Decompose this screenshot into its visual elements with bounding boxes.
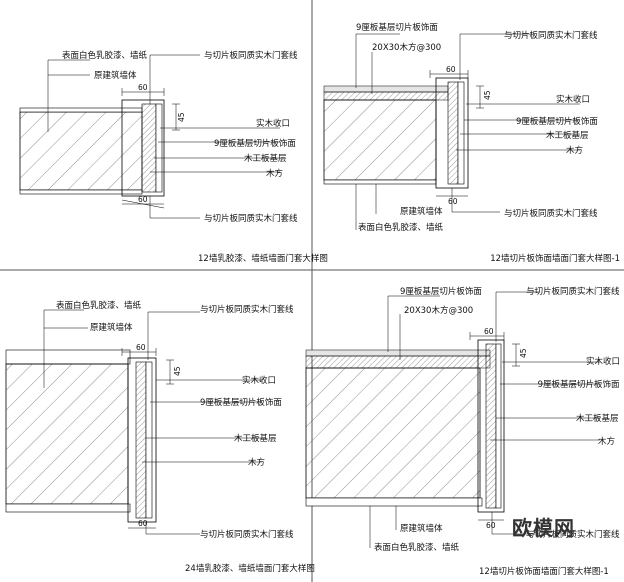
label-veneer: 9厘板基层切片板饰面 bbox=[538, 379, 620, 390]
label-casing-top: 与切片板同质实木门套线 bbox=[204, 50, 298, 61]
label-edge: 实木收口 bbox=[586, 356, 620, 367]
dim-bottom: 60 bbox=[448, 197, 458, 206]
label-base: 木工板基层 bbox=[234, 433, 277, 444]
label-top-veneer: 9厘板基层切片板饰面 bbox=[400, 286, 482, 297]
door-casing bbox=[477, 339, 505, 513]
label-base: 木工板基层 bbox=[576, 413, 619, 424]
label-veneer: 9厘板基层切片板饰面 bbox=[214, 138, 296, 149]
label-casing-bottom: 与切片板同质实木门套线 bbox=[200, 529, 294, 540]
dim-bottom: 60 bbox=[486, 521, 496, 530]
dim-side: 45 bbox=[483, 90, 492, 100]
label-battens: 木方 bbox=[566, 145, 583, 156]
label-battens: 木方 bbox=[248, 457, 265, 468]
dim-bottom: 60 bbox=[138, 519, 148, 528]
label-edge: 实木收口 bbox=[256, 118, 290, 129]
door-casing bbox=[121, 99, 165, 197]
wall-section bbox=[305, 367, 481, 499]
label-edge: 实木收口 bbox=[242, 375, 276, 386]
label-top-veneer: 9厘板基层切片板饰面 bbox=[356, 22, 438, 33]
label-veneer: 9厘板基层切片板饰面 bbox=[200, 397, 282, 408]
label-wall: 原建筑墙体 bbox=[400, 206, 443, 217]
label-battens: 木方 bbox=[598, 436, 615, 447]
panel-title: 12墙切片板饰面墙面门套大样图-1 bbox=[490, 253, 620, 264]
label-wall: 原建筑墙体 bbox=[400, 523, 443, 534]
panel-title: 12墙乳胶漆、墙纸墙面门套大样图 bbox=[198, 253, 328, 264]
door-casing bbox=[127, 357, 157, 523]
label-finish: 表面白色乳胶漆、墙纸 bbox=[374, 542, 460, 553]
label-casing-top: 与切片板同质实木门套线 bbox=[504, 30, 598, 41]
label-wall: 原建筑墙体 bbox=[90, 322, 133, 333]
dim-side: 45 bbox=[519, 348, 528, 358]
panel-title: 24墙乳胶漆、墙纸墙面门套大样图 bbox=[185, 563, 315, 574]
label-casing-bottom: 与切片板同质实木门套线 bbox=[504, 208, 598, 219]
label-veneer: 9厘板基层切片板饰面 bbox=[516, 116, 598, 127]
label-casing-bottom: 与切片板同质实木门套线 bbox=[526, 529, 620, 540]
label-edge: 实木收口 bbox=[556, 94, 590, 105]
watermark-logo: 欧模网 bbox=[512, 516, 575, 540]
dim-side: 45 bbox=[177, 112, 186, 122]
dim-top: 60 bbox=[136, 343, 146, 352]
label-casing-bottom: 与切片板同质实木门套线 bbox=[204, 213, 298, 224]
panel-2: 60 60 45 9厘板基层切片板饰面 20X30木方@300 与切片板同质实木… bbox=[323, 22, 620, 264]
panel-3: 60 60 45 表面白色乳胶漆、墙纸 原建筑墙体 与切片板同质实木门套线 实木… bbox=[5, 300, 315, 574]
wall-section bbox=[323, 99, 437, 181]
label-battens: 木方 bbox=[266, 168, 283, 179]
label-base: 木工板基层 bbox=[546, 130, 589, 141]
panel-1: 60 60 45 表面白色乳胶漆、墙纸 原建筑墙体 与切片板同质实木门套线 实木… bbox=[19, 50, 328, 264]
dim-top: 60 bbox=[446, 65, 456, 74]
label-finish: 表面白色乳胶漆、墙纸 bbox=[56, 300, 142, 311]
label-finish: 表面白色乳胶漆、墙纸 bbox=[62, 50, 148, 61]
label-battens-spec: 20X30木方@300 bbox=[404, 305, 473, 316]
label-finish: 表面白色乳胶漆、墙纸 bbox=[358, 222, 444, 233]
wall-section bbox=[19, 111, 143, 191]
label-base: 木工板基层 bbox=[244, 153, 287, 164]
label-battens-spec: 20X30木方@300 bbox=[372, 42, 441, 53]
label-casing-top: 与切片板同质实木门套线 bbox=[526, 286, 620, 297]
dim-top: 60 bbox=[484, 327, 494, 336]
panel-4: 60 60 45 9厘板基层切片板饰面 20X30木方@300 与切片板同质实木… bbox=[305, 286, 620, 577]
dim-top: 60 bbox=[138, 83, 148, 92]
dim-bottom: 60 bbox=[138, 195, 148, 204]
wall-section bbox=[5, 363, 129, 505]
label-wall: 原建筑墙体 bbox=[94, 70, 137, 81]
label-casing-top: 与切片板同质实木门套线 bbox=[200, 304, 294, 315]
panel-title: 12墙切片板饰面墙面门套大样图-1 bbox=[479, 566, 609, 577]
dim-side: 45 bbox=[173, 366, 182, 376]
